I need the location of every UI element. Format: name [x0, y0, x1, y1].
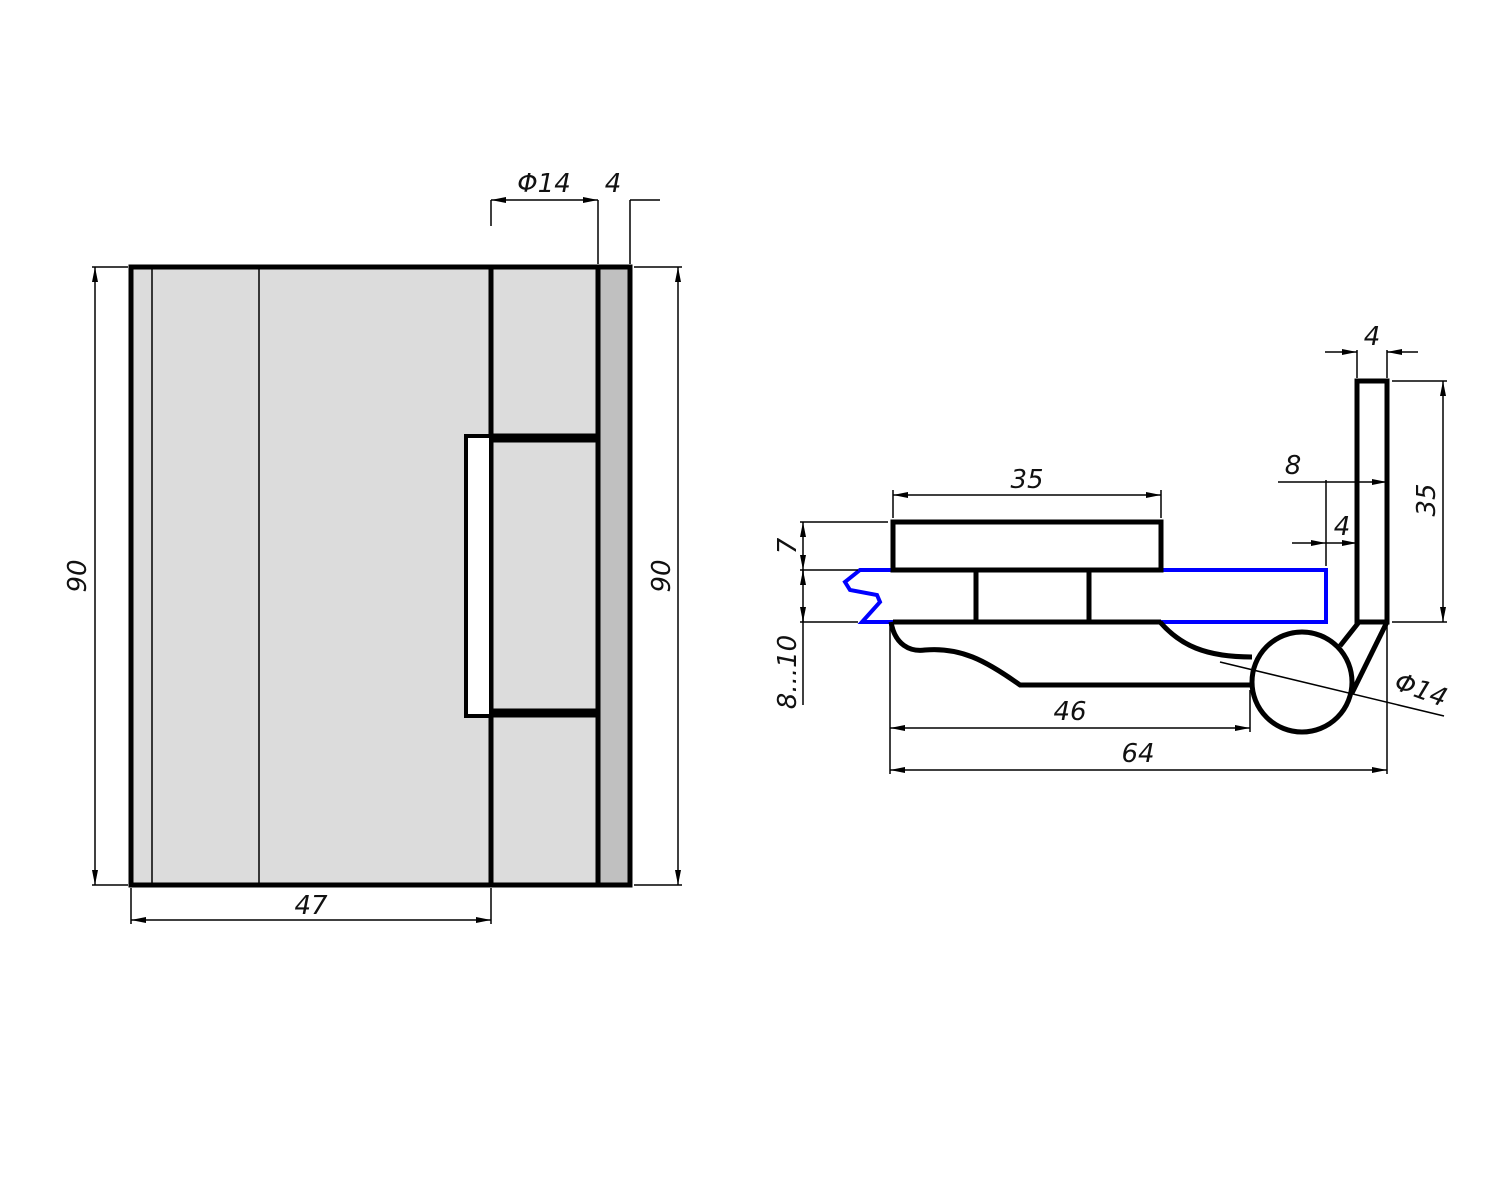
dimension-label: 64 — [1121, 739, 1154, 769]
dimension-label: 4 — [1334, 512, 1351, 542]
dimension-label: 90 — [647, 559, 677, 592]
hinge-body — [131, 267, 600, 885]
dimension-label: 47 — [294, 891, 328, 921]
link-line — [1349, 620, 1390, 695]
dimension-overall-64: 64 — [890, 624, 1388, 774]
dimension-label: 35 — [1010, 465, 1043, 495]
dimension-label: 90 — [63, 559, 93, 592]
clamp-insert — [973, 567, 1092, 625]
link-line — [1338, 620, 1361, 648]
mounting-plate-side — [1354, 378, 1390, 625]
dimension-body-46: 46 — [889, 624, 1251, 774]
mounting-plate — [600, 267, 630, 885]
dimension-plate-35: 35 — [1392, 380, 1447, 623]
clamp-plate — [890, 519, 1164, 573]
dimension-label: Φ14 — [517, 169, 571, 199]
dimension-label: 8 — [1285, 451, 1302, 481]
dimension-label: 35 — [1412, 483, 1442, 516]
pivot-knuckle — [1249, 629, 1355, 735]
dimension-width-47: 47 — [130, 888, 492, 924]
glass-panel — [842, 568, 1328, 624]
hinge-body-curve — [1158, 620, 1253, 660]
dimension-clamp-7: 7 — [773, 521, 888, 571]
front-view: 90 90 47 Φ14 4 — [63, 169, 682, 924]
dimension-label: 7 — [773, 537, 803, 554]
dimension-label: 8...10 — [773, 635, 803, 709]
handle-slot — [464, 434, 493, 718]
dimension-label: 46 — [1053, 697, 1086, 727]
dimension-pivot-diameter: Φ14 — [490, 169, 598, 226]
dimension-label: Φ14 — [1390, 667, 1451, 714]
hinge-body-profile — [888, 621, 1252, 688]
dimension-plate-4: 4 — [1325, 322, 1418, 378]
dimension-label: 4 — [1364, 322, 1381, 352]
dimension-height-right: 90 — [634, 266, 682, 886]
dimension-label: 4 — [605, 169, 622, 199]
dimension-offset-8: 8 — [1278, 451, 1387, 566]
front-outline — [128, 264, 633, 888]
side-view: 35 4 35 8 4 7 — [773, 322, 1451, 774]
dimension-plate-thickness: 4 — [597, 169, 660, 264]
dimension-clamp-35: 35 — [892, 465, 1162, 518]
dimension-height-left: 90 — [63, 266, 128, 886]
dimension-offset-4: 4 — [1292, 512, 1357, 546]
dimension-glass-thickness: 8...10 — [773, 570, 858, 709]
